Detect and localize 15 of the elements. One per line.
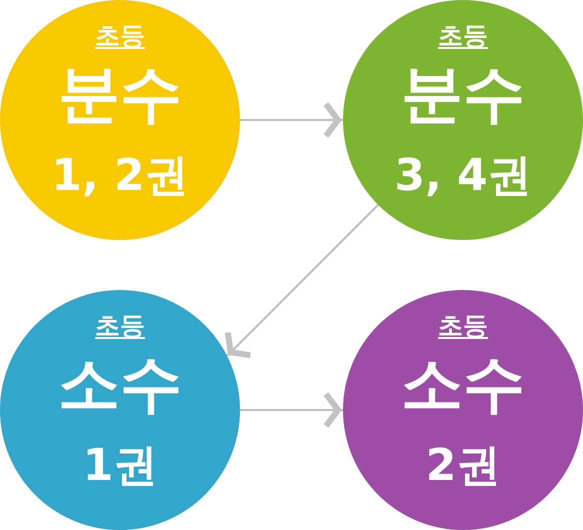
subject-title: 분수 [58, 60, 182, 128]
grade-text: 초등 [438, 312, 488, 340]
grade-text: 초등 [438, 22, 488, 50]
arrow [224, 204, 379, 358]
subject-title: 소수 [58, 350, 182, 418]
grade-text: 초등 [95, 22, 145, 50]
subject-title: 분수 [401, 60, 525, 128]
arrow [240, 391, 343, 429]
volume-text: 1권 [82, 442, 158, 490]
subject-title: 소수 [401, 350, 525, 418]
arrow [240, 101, 343, 139]
grade-text: 초등 [95, 312, 145, 340]
volume-text: 3, 4권 [394, 152, 532, 200]
volume-text: 1, 2권 [51, 152, 189, 200]
volume-text: 2권 [426, 442, 500, 490]
